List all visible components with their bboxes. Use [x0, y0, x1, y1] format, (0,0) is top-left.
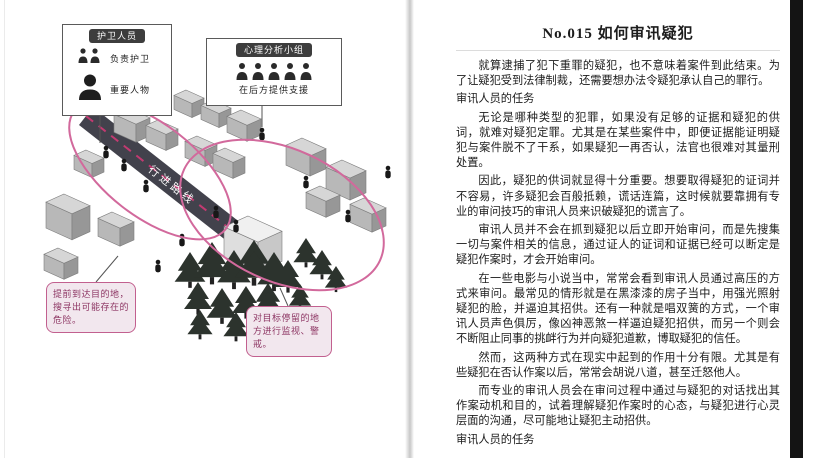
callout-watch: 对目标停留的地方进行监视、警戒。 [246, 306, 332, 357]
team-icon [211, 62, 337, 80]
article-body: 就算逮捕了犯下重罪的疑犯，也不意味着案件到此结束。为了让疑犯受到法律制裁，还需要… [456, 59, 780, 448]
callout-scout: 提前到达目的地，搜寻出可能存在的危险。 [46, 282, 136, 333]
person-figures [103, 127, 391, 273]
support-label: 在后方提供支援 [238, 85, 309, 95]
guard-icon [77, 48, 103, 68]
psych-team-panel: 心理分析小组 在后方提供支援 [206, 38, 342, 106]
vip-label: 重要人物 [110, 84, 151, 95]
paragraph: 而专业的审讯人员会在审问过程中通过与疑犯的对话找出其作案动机和目的，试着理解疑犯… [456, 385, 780, 428]
book-edge-strip [790, 0, 803, 458]
psych-panel-title: 心理分析小组 [235, 43, 312, 57]
paragraph: 就算逮捕了犯下重罪的疑犯，也不意味着案件到此结束。为了让疑犯受到法律制裁，还需要… [456, 60, 780, 88]
page-title: No.015 如何审讯疑犯 [456, 22, 780, 51]
connector-lines [95, 106, 289, 307]
paragraph: 无论是哪种类型的犯罪，如果没有足够的证据和疑犯的供词，就难对疑犯定罪。尤其是在某… [456, 111, 780, 170]
book-spine [405, 0, 414, 458]
section-heading: 审讯人员的任务 [456, 93, 535, 106]
left-page-edge [4, 0, 5, 458]
left-page: 行进路线 护卫人员 [43, 24, 391, 357]
right-page: No.015 如何审讯疑犯 就算逮捕了犯下重罪的疑犯，也不意味着案件到此结束。为… [412, 0, 790, 458]
guard-panel: 护卫人员 负责护卫 重要人物 [62, 24, 172, 116]
vip-icon [77, 73, 103, 105]
guard-panel-title: 护卫人员 [88, 29, 145, 43]
paragraph: 然而，这两种方式在现实中起到的作用十分有限。尤其是有些疑犯在否认作案以后，常常会… [456, 351, 780, 379]
tactical-diagram: 行进路线 [43, 89, 391, 342]
paragraph: 因此，疑犯的供词就显得十分重要。想要取得疑犯的证词并不容易，许多疑犯会百般抵赖，… [456, 175, 780, 218]
guards-label: 负责护卫 [110, 53, 151, 64]
paragraph: 审讯人员并不会在抓到疑犯以后立即开始审问，而是先搜集一切与案件相关的信息，通过证… [456, 224, 780, 267]
section-heading: 审讯人员的任务 [456, 433, 535, 446]
tree-icons [174, 238, 348, 342]
paragraph: 在一些电影与小说当中，常常会看到审讯人员通过高压的方式来审问。最常见的情形就是在… [456, 272, 780, 346]
